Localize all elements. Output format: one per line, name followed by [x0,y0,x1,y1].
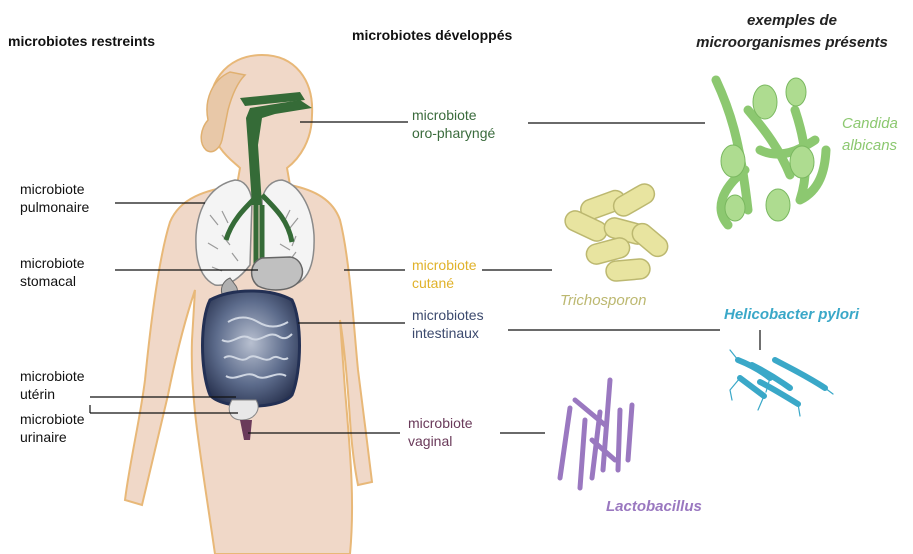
species-candida-line1: Candida [842,113,898,135]
label-stomach-line1: microbiote [20,254,85,272]
species-lactobacillus: Lactobacillus [606,498,702,515]
label-uterine-line1: microbiote [20,367,85,385]
header-developed: microbiotes développés [352,27,512,43]
label-vaginal: microbiote vaginal [408,414,473,450]
label-urinary: microbiote urinaire [20,410,85,446]
label-intestinal-line2: intestinaux [412,324,484,342]
label-urinary-line2: urinaire [20,428,85,446]
header-restricted: microbiotes restreints [8,33,155,49]
label-uterine-line2: utérin [20,385,85,403]
label-stomach-line2: stomacal [20,272,85,290]
label-pulmonary-line1: microbiote [20,180,89,198]
label-vaginal-line1: microbiote [408,414,473,432]
label-intestinal: microbiotes intestinaux [412,306,484,342]
header-examples-line2: microorganismes présents [678,32,906,54]
species-helicobacter: Helicobacter pylori [724,306,859,323]
label-skin-line2: cutané [412,274,477,292]
label-oropharyngeal: microbiote oro-pharyngé [412,106,495,142]
label-pulmonary: microbiote pulmonaire [20,180,89,216]
species-candida-line2: albicans [842,135,898,157]
header-examples-line1: exemples de [678,10,906,32]
species-candida: Candida albicans [842,113,898,157]
label-urinary-line1: microbiote [20,410,85,428]
helicobacter-illustration [730,350,833,416]
label-uterine: microbiote utérin [20,367,85,403]
trichosporon-illustration [562,180,672,282]
species-trichosporon: Trichosporon [560,292,646,309]
label-stomach: microbiote stomacal [20,254,85,290]
label-pulmonary-line2: pulmonaire [20,198,89,216]
label-intestinal-line1: microbiotes [412,306,484,324]
label-oropharyngeal-line1: microbiote [412,106,495,124]
lactobacillus-illustration [560,380,632,488]
candida-albicans-illustration [716,78,826,225]
label-skin: microbiote cutané [412,256,477,292]
label-oropharyngeal-line2: oro-pharyngé [412,124,495,142]
intestines [203,291,300,406]
header-examples: exemples de microorganismes présents [678,10,906,54]
label-vaginal-line2: vaginal [408,432,473,450]
label-skin-line1: microbiote [412,256,477,274]
